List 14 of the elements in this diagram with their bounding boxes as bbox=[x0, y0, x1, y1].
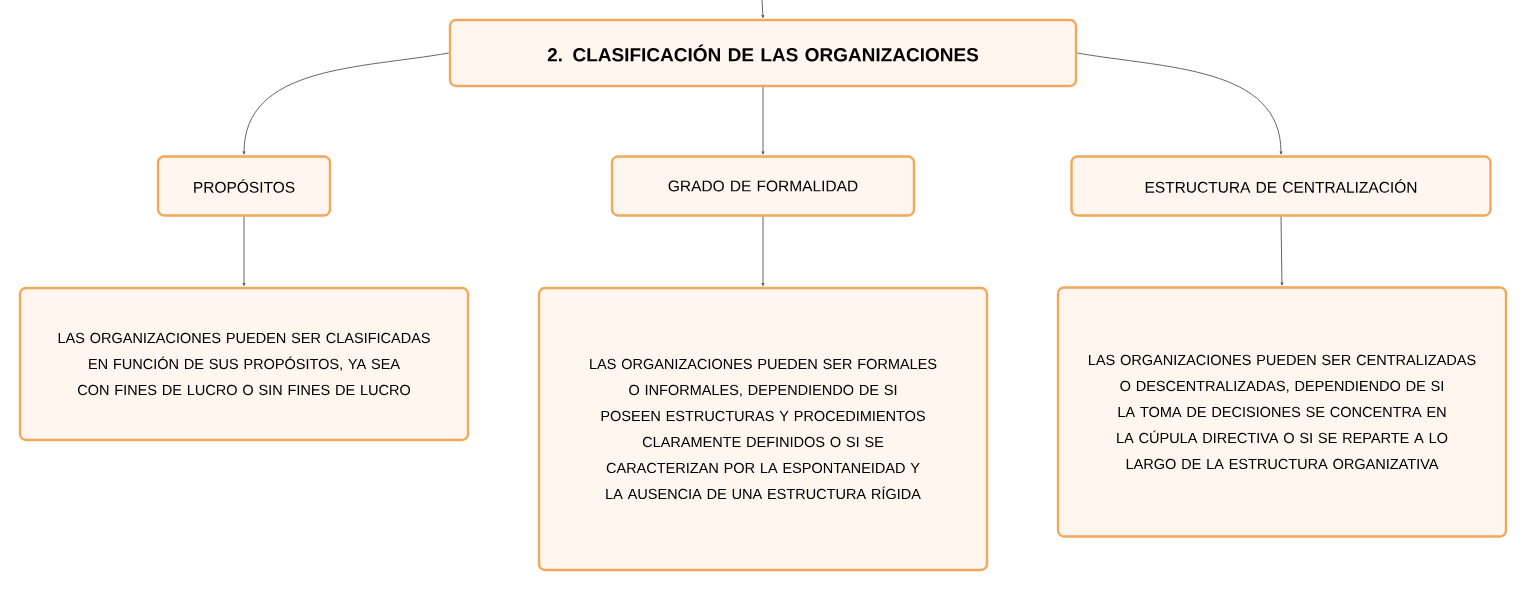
arrow bbox=[761, 0, 765, 19]
category-box: PROPÓSITOS bbox=[156, 155, 332, 217]
arrow bbox=[761, 86, 765, 155]
arrow bbox=[242, 216, 246, 287]
arrow bbox=[761, 216, 765, 287]
category-box: ESTRUCTURA DE CENTRALIZACIÓN bbox=[1070, 155, 1492, 217]
arrow bbox=[1280, 216, 1284, 286]
category-box: GRADO DE FORMALIDAD bbox=[610, 155, 916, 217]
description-box: LAS ORGANIZACIONES PUEDEN SER CLASIFICADAS EN FUNCIÓN DE SUS PROPÓSITOS, YA SEA CON FINES DE LUCRO O SIN FINES DE LUCRO bbox=[18, 286, 470, 442]
description-box: LAS ORGANIZACIONES PUEDEN SER FORMALES O INFORMALES, DEPENDIENDO DE SI POSEEN ESTRUCTURAS Y PROCEDIMIENTOS CLARAMENTE DEFINIDOS O SI SE CARACTERIZAN POR LA ESPONTANEIDAD Y LA AUSENCIA DE UNA ESTRUCTURA RÍGIDA bbox=[537, 286, 989, 572]
arrow bbox=[1076, 52, 1283, 155]
arrow bbox=[242, 52, 450, 155]
description-box: LAS ORGANIZACIONES PUEDEN SER CENTRALIZADAS O DESCENTRALIZADAS, DEPENDIENDO DE SI LA TOMA DE DECISIONES SE CONCENTRA EN LA CÚPULA DIRECTIVA O SI SE REPARTE A LO LARGO DE LA ESTRUCTURA ORGANIZATIVA bbox=[1056, 286, 1508, 538]
title-box: 2. CLASIFICACIÓN DE LAS ORGANIZACIONES bbox=[448, 18, 1078, 88]
